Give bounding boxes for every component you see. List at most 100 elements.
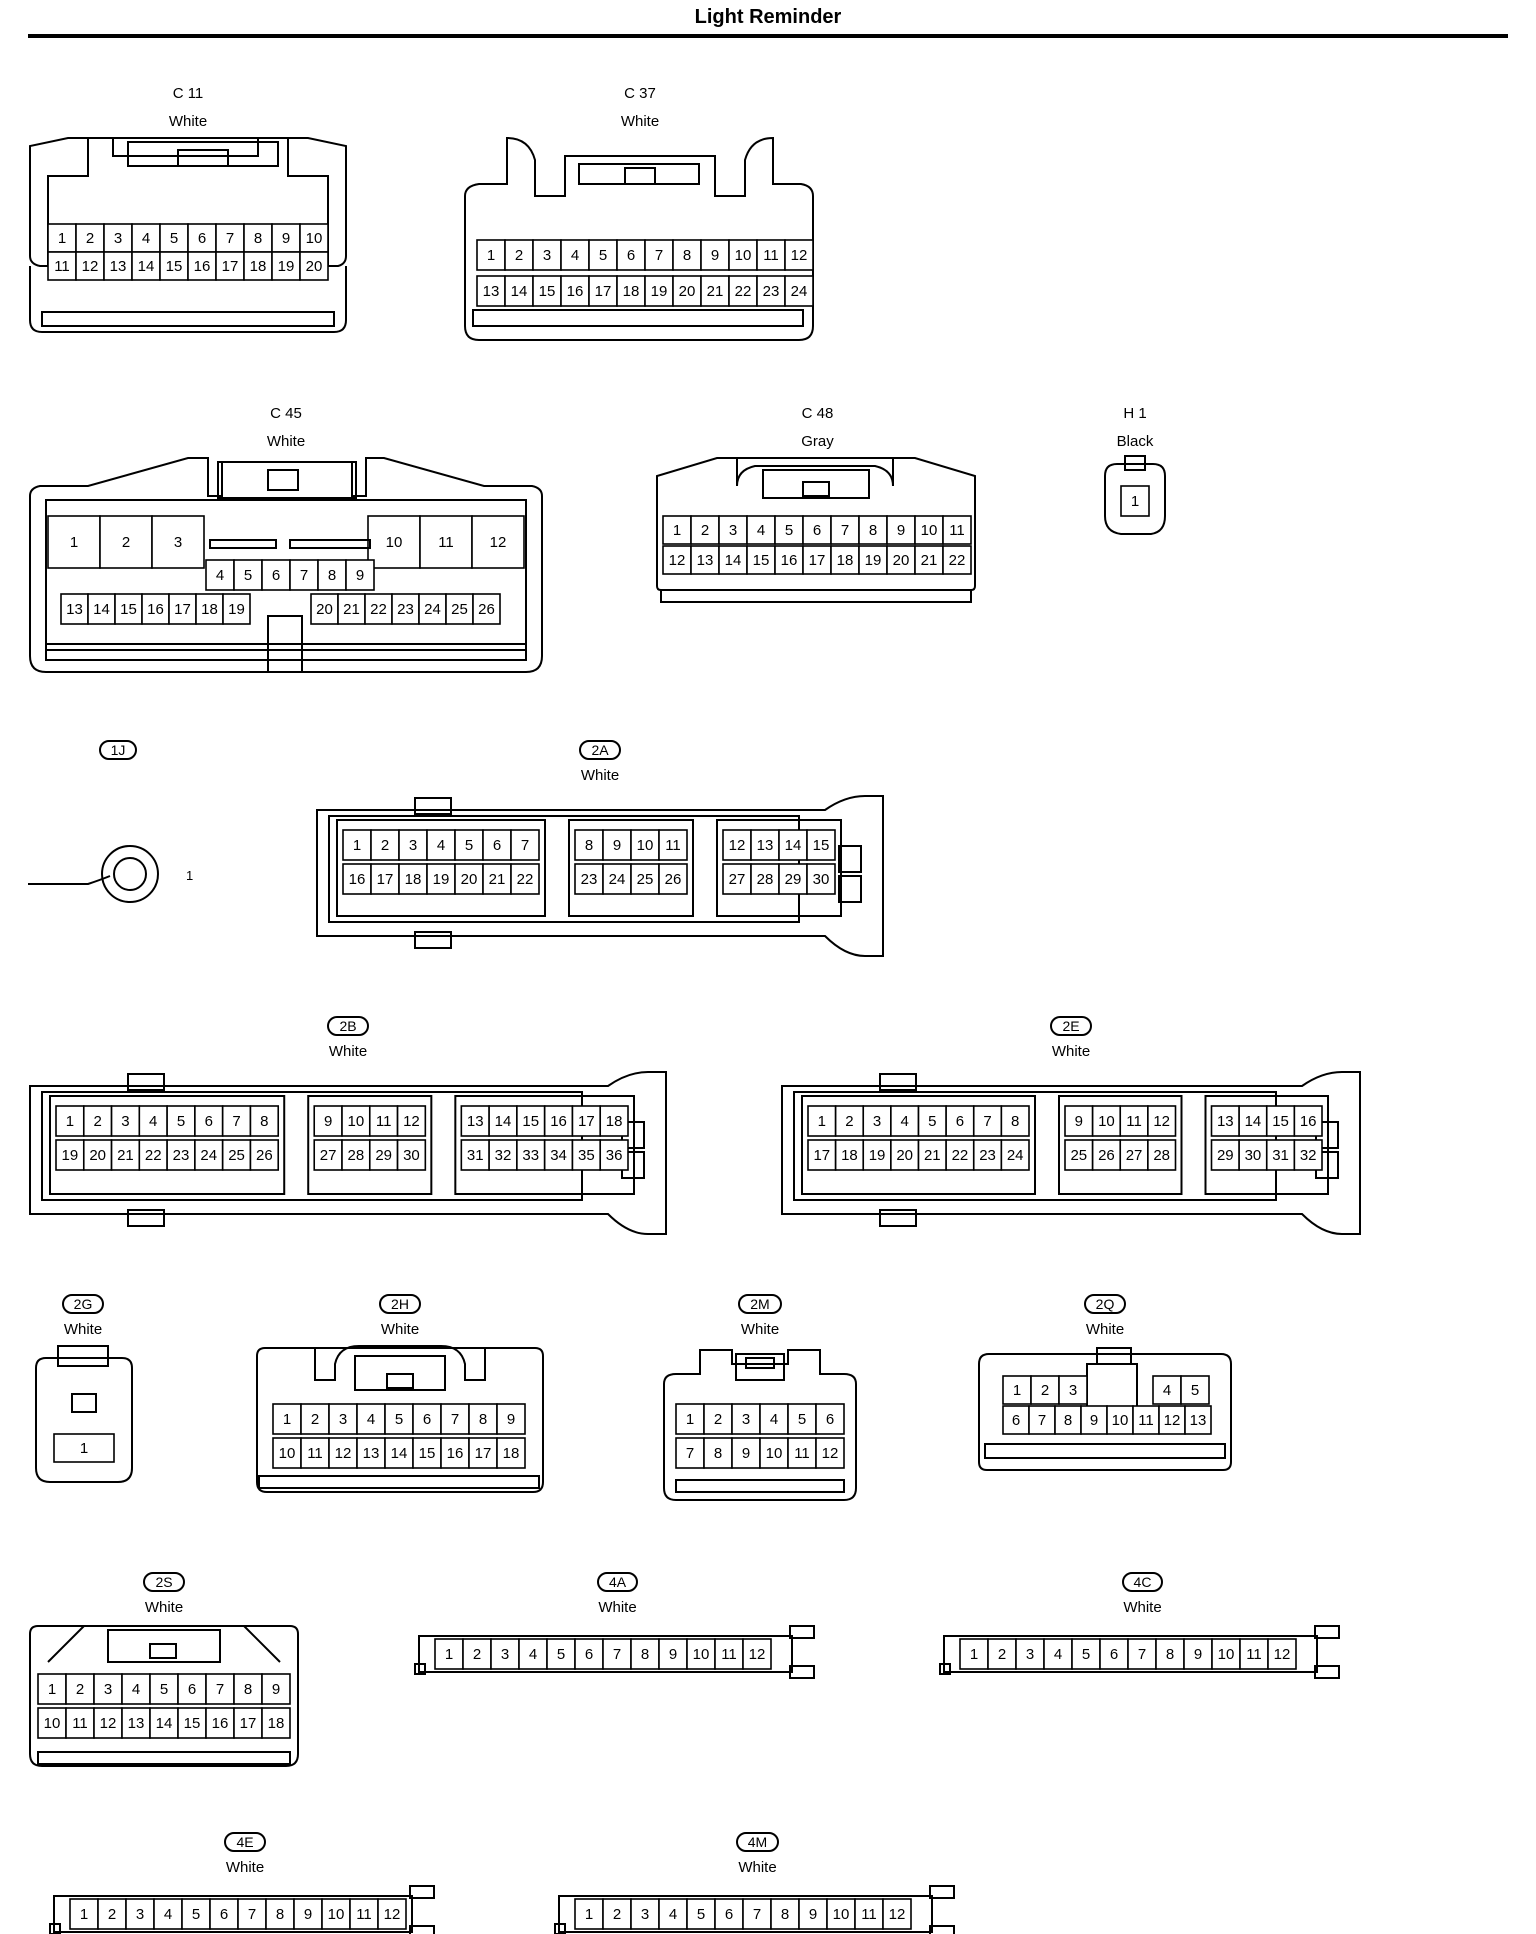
pin-number: 7 [226,230,234,247]
pin-number: 2 [998,1646,1006,1663]
pin-number: 4 [164,1906,172,1923]
pin-number: 1 [585,1906,593,1923]
pin-cell [942,515,972,545]
pin-number: 16 [550,1113,567,1130]
pin-number: 2 [845,1113,853,1130]
terminal-pin: 4 [356,1403,386,1435]
pin-cell [341,1105,371,1137]
terminal-pin: 11 [1239,1638,1269,1670]
pin-cell [110,1105,141,1137]
terminal-pin: 24 [418,593,447,625]
pin-cell [690,545,720,575]
terminal-pin: 11 [942,515,972,545]
terminal-pin: 22 [364,593,393,625]
housing-outline [314,1345,486,1381]
terminal-pin: 15 [1265,1105,1296,1137]
pin-number: 29 [375,1147,392,1164]
terminal-pin: 26 [472,593,501,625]
pin-number: 13 [467,1113,484,1130]
pin-number: 11 [1126,1113,1142,1130]
key-slot [209,539,277,549]
pin-number: 1 [58,230,66,247]
terminal-pin: 11 [756,239,786,271]
pin-number: 10 [766,1445,783,1462]
connector-color: White [328,1043,368,1060]
terminal-pin: 13 [476,275,506,307]
connector-color: White [168,113,208,130]
pin-cell [468,1437,498,1469]
pin-cell [1265,1105,1296,1137]
terminal-pin: 11 [65,1707,95,1739]
terminal-pin: 3 [1058,1375,1088,1405]
pin-number: 13 [66,601,83,618]
pin-cell [419,515,473,569]
terminal-pin: 5 [454,829,484,861]
pin-cell [756,275,786,307]
pin-cell [858,545,888,575]
pin-cell [1120,485,1150,517]
pin-number: 7 [521,837,529,854]
terminal-pin: 32 [1293,1139,1323,1171]
pin-cell [110,1139,141,1171]
terminal-pin: 2 [703,1403,733,1435]
terminal-pin: 16 [543,1105,574,1137]
terminal-pin: 24 [1000,1139,1030,1171]
terminal-pin: 15 [114,593,143,625]
pin-cell [496,1403,526,1435]
terminal-pin: 16 [560,275,590,307]
pin-number: 9 [282,230,290,247]
connector-color: White [738,1859,777,1876]
pin-cell [261,1707,291,1739]
terminal-pin: 31 [1265,1139,1296,1171]
terminal-pin: 11 [368,1105,399,1137]
pin-cell [532,239,562,271]
pin-cell [815,1403,845,1435]
terminal-pin: 28 [750,863,780,895]
terminal-pin: 27 [313,1139,343,1171]
terminal-pin: 24 [784,275,814,307]
pin-cell [181,1898,211,1930]
pin-cell [1210,1139,1240,1171]
pin-number: 2 [93,1113,101,1130]
pin-number: 10 [279,1445,296,1462]
latch-window [1086,1363,1138,1413]
pin-cell [703,1403,733,1435]
pin-number: 29 [785,871,802,888]
terminal-pin: 14 [488,1105,518,1137]
housing-outline [558,1895,933,1933]
pin-number: 3 [501,1646,509,1663]
terminal-pin: 10 [367,515,421,569]
pin-number: 9 [507,1411,515,1428]
pin-cell [337,593,366,625]
pin-cell [802,515,832,545]
terminal-pin: 7 [237,1898,267,1930]
pin-cell [826,1898,856,1930]
terminal-pin: 1 [959,1638,989,1670]
pin-cell [571,1105,602,1137]
terminal-pin: 12 [396,1105,427,1137]
pin-cell [205,1673,235,1705]
pin-number: 4 [142,230,150,247]
pin-number: 1 [80,1906,88,1923]
pin-group [336,819,546,917]
pin-cell [396,1105,427,1137]
pin-number: 14 [391,1445,408,1462]
terminal-pin: 1 [662,515,692,545]
terminal-pin: 5 [787,1403,817,1435]
terminal-pin: 6 [482,829,512,861]
pin-cell [756,239,786,271]
pin-number: 5 [798,1411,806,1428]
pin-number: 8 [328,567,336,584]
terminal-pin: 22 [510,863,540,895]
terminal-pin: 2 [987,1638,1017,1670]
pin-cell [1267,1638,1297,1670]
pin-cell [574,829,604,861]
terminal-pin: 4 [121,1673,151,1705]
pin-cell [599,1139,629,1171]
pin-number: 21 [343,601,360,618]
terminal-pin: 9 [271,223,301,253]
pin-number: 19 [278,258,295,275]
